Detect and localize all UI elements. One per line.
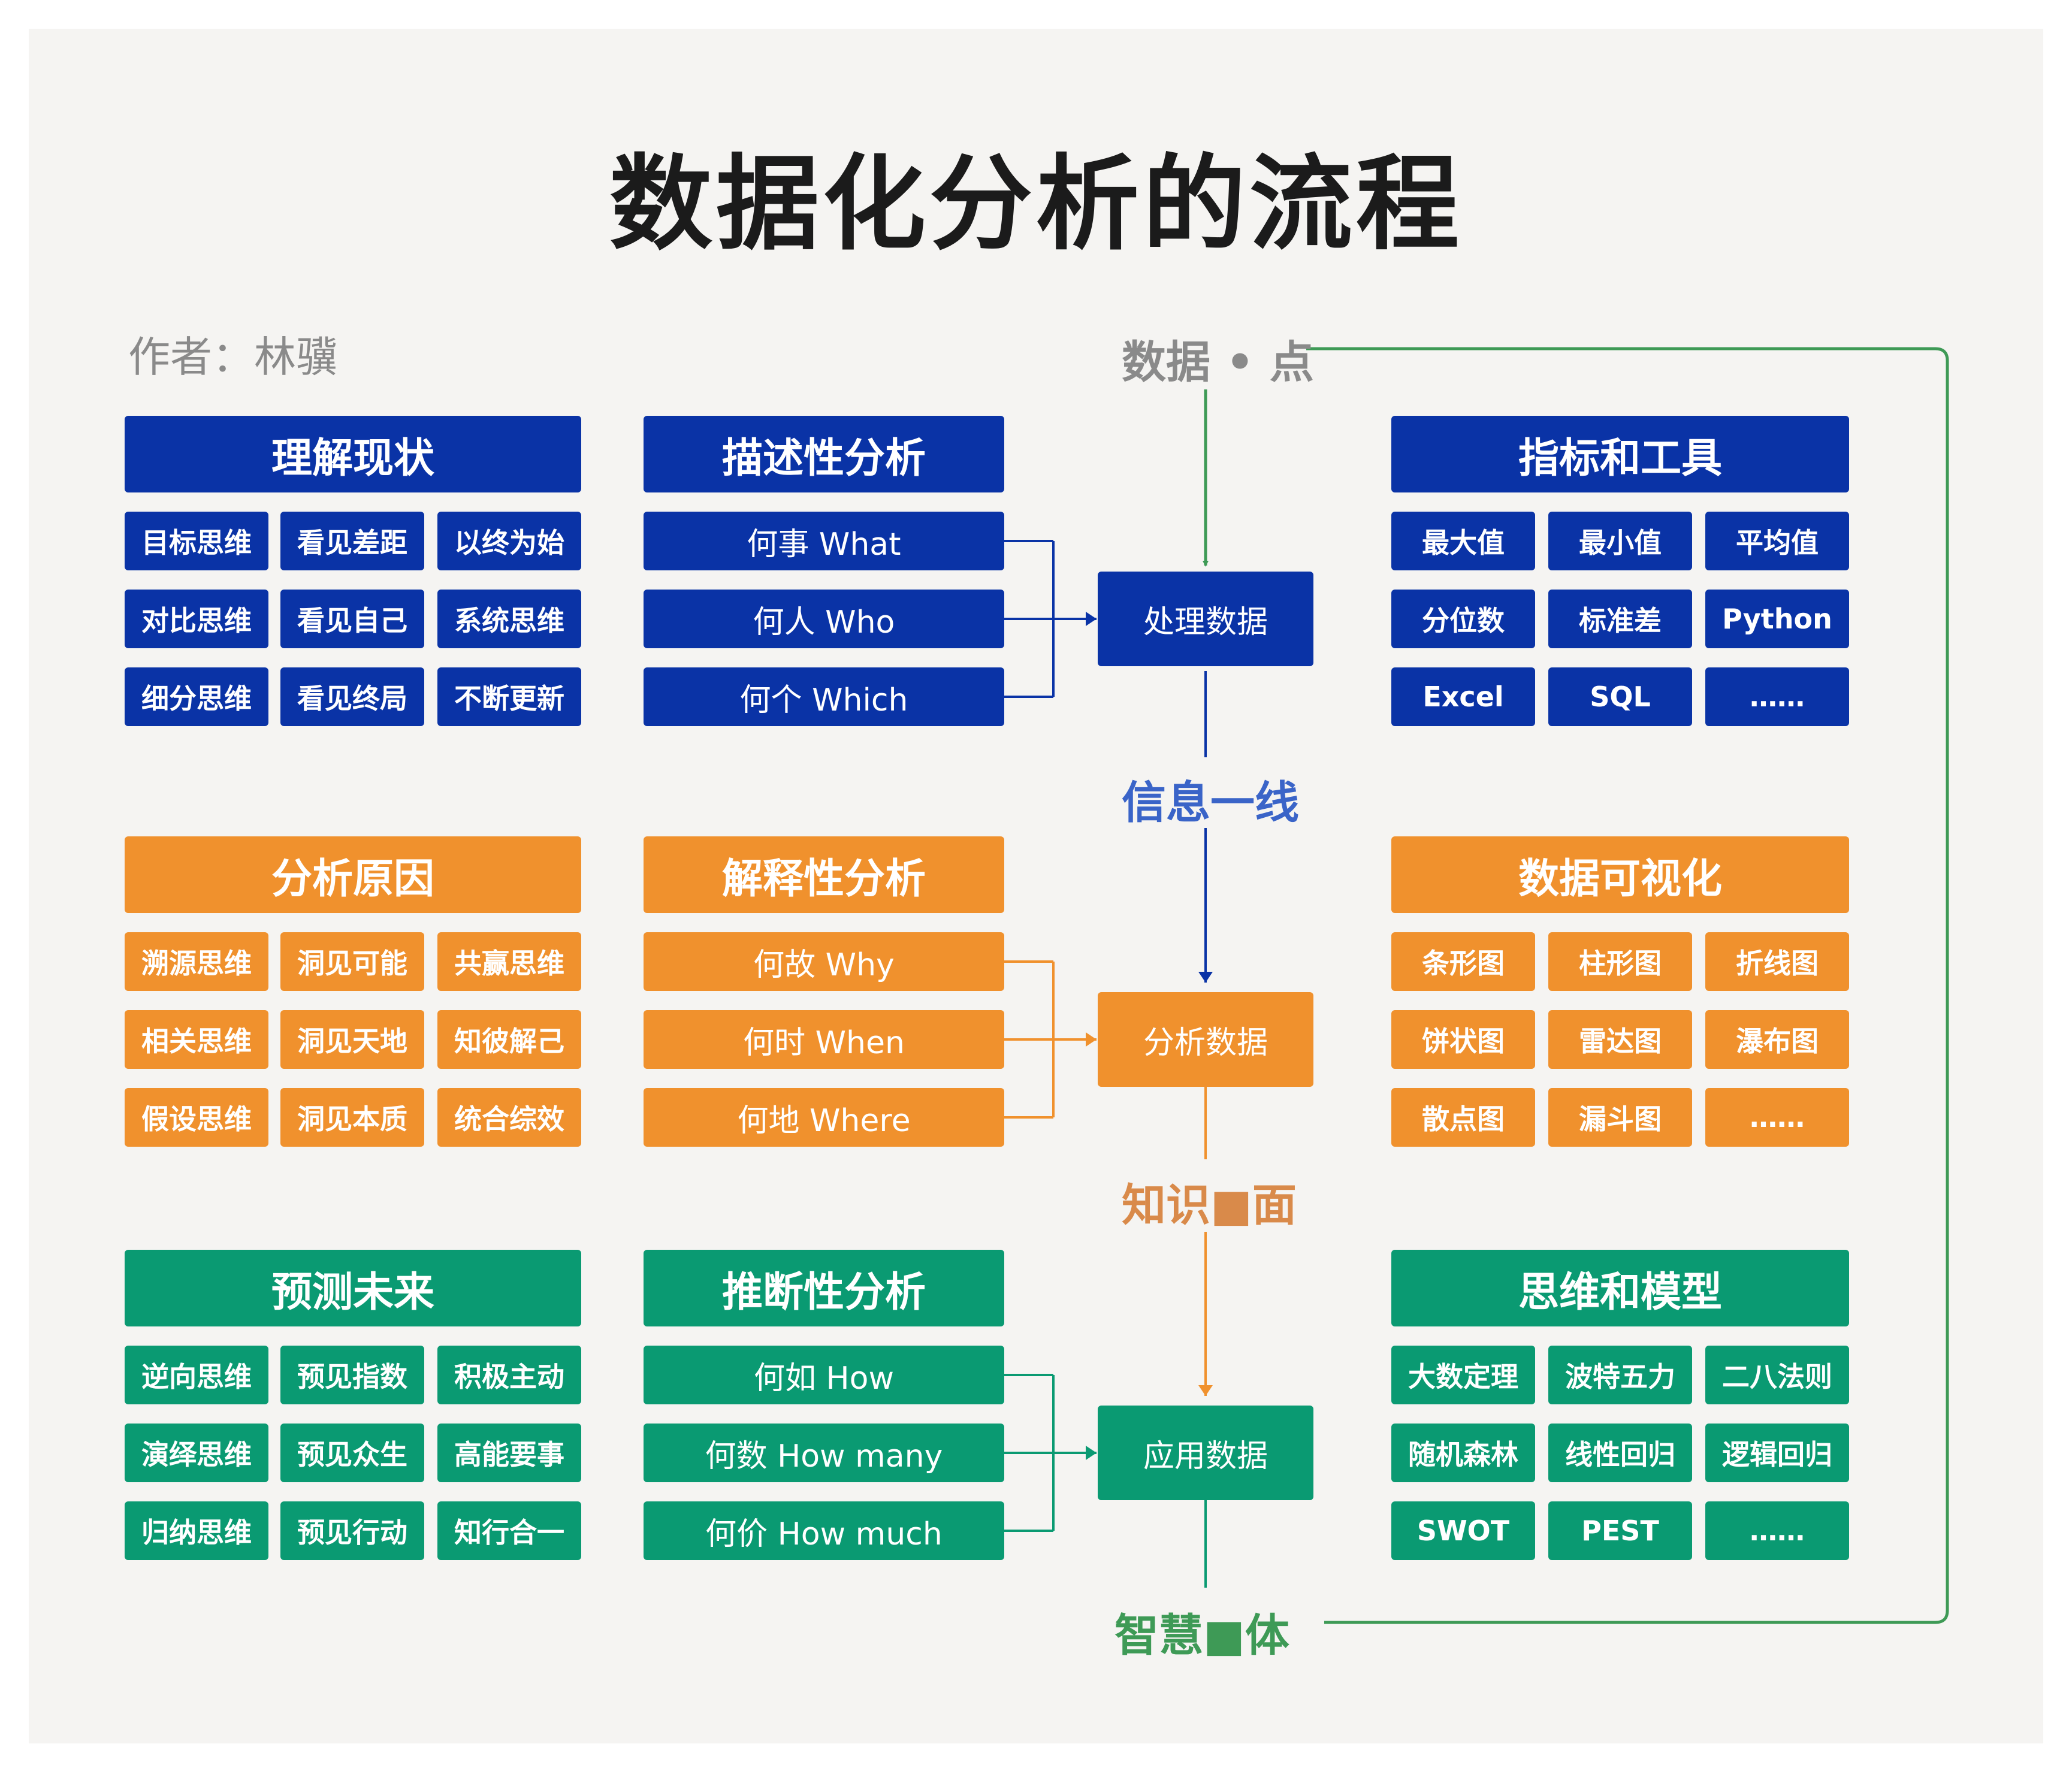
right-item: 最小值: [1548, 512, 1692, 570]
process-box: 处理数据: [1098, 572, 1313, 666]
right-item: 饼状图: [1391, 1010, 1535, 1069]
left-item: 洞见本质: [280, 1088, 424, 1147]
left-item: 高能要事: [437, 1424, 581, 1482]
right-item: 随机森林: [1391, 1424, 1535, 1482]
left-item: 预见行动: [280, 1501, 424, 1560]
bracket-arrow-arrowhead: [1086, 612, 1097, 626]
process-box: 应用数据: [1098, 1406, 1313, 1500]
left-item: 溯源思维: [125, 932, 268, 991]
question-box: 何数 How many: [644, 1424, 1004, 1482]
right-item: PEST: [1548, 1501, 1692, 1560]
level-body-label: 智慧■体: [1114, 1610, 1289, 1661]
left-item: 看见自己: [280, 590, 424, 648]
left-item: 知彼解己: [437, 1010, 581, 1069]
right-item: 折线图: [1705, 932, 1849, 991]
left-item: 统合综效: [437, 1088, 581, 1147]
right-item: 波特五力: [1548, 1346, 1692, 1404]
right-item: 散点图: [1391, 1088, 1535, 1147]
question-box: 何事 What: [644, 512, 1004, 570]
left-item: 逆向思维: [125, 1346, 268, 1404]
right-item: 二八法则: [1705, 1346, 1849, 1404]
right-item: SWOT: [1391, 1501, 1535, 1560]
right-header: 指标和工具: [1391, 416, 1849, 492]
question-box: 何人 Who: [644, 590, 1004, 648]
left-item: 洞见可能: [280, 932, 424, 991]
right-item: 柱形图: [1548, 932, 1692, 991]
left-item: 系统思维: [437, 590, 581, 648]
right-item: 瀑布图: [1705, 1010, 1849, 1069]
right-item: Excel: [1391, 667, 1535, 726]
left-item: 目标思维: [125, 512, 268, 570]
right-header: 思维和模型: [1391, 1250, 1849, 1326]
left-item: 共赢思维: [437, 932, 581, 991]
question-box: 何价 How much: [644, 1501, 1004, 1560]
middle-header: 推断性分析: [644, 1250, 1004, 1326]
left-item: 以终为始: [437, 512, 581, 570]
left-item: 细分思维: [125, 667, 268, 726]
right-header: 数据可视化: [1391, 836, 1849, 913]
right-item: ……: [1705, 1501, 1849, 1560]
left-item: 预见众生: [280, 1424, 424, 1482]
process-box: 分析数据: [1098, 992, 1313, 1087]
right-item: ……: [1705, 1088, 1849, 1147]
bracket-arrow-arrowhead: [1086, 1032, 1097, 1047]
question-box: 何个 Which: [644, 667, 1004, 726]
left-header: 理解现状: [125, 416, 581, 492]
left-item: 相关思维: [125, 1010, 268, 1069]
right-item: 平均值: [1705, 512, 1849, 570]
left-item: 看见差距: [280, 512, 424, 570]
question-box: 何如 How: [644, 1346, 1004, 1404]
question-box: 何地 Where: [644, 1088, 1004, 1147]
line-to-analyze-arrow-arrowhead: [1198, 972, 1213, 983]
middle-header: 描述性分析: [644, 416, 1004, 492]
right-item: 大数定理: [1391, 1346, 1535, 1404]
right-item: 逻辑回归: [1705, 1424, 1849, 1482]
right-item: SQL: [1548, 667, 1692, 726]
question-box: 何故 Why: [644, 932, 1004, 991]
level-line-label: 信息一线: [1122, 777, 1299, 829]
left-item: 归纳思维: [125, 1501, 268, 1560]
left-item: 看见终局: [280, 667, 424, 726]
right-item: 最大值: [1391, 512, 1535, 570]
page-title: 数据化分析的流程: [609, 144, 1463, 264]
left-header: 分析原因: [125, 836, 581, 913]
left-item: 不断更新: [437, 667, 581, 726]
right-item: 分位数: [1391, 590, 1535, 648]
author-label: 作者：林骥: [128, 333, 338, 382]
left-item: 对比思维: [125, 590, 268, 648]
left-item: 洞见天地: [280, 1010, 424, 1069]
bracket-arrow-arrowhead: [1086, 1446, 1097, 1460]
right-item: 线性回归: [1548, 1424, 1692, 1482]
left-header: 预测未来: [125, 1250, 581, 1326]
surface-to-apply-arrow-arrowhead: [1198, 1385, 1213, 1396]
right-item: 漏斗图: [1548, 1088, 1692, 1147]
middle-header: 解释性分析: [644, 836, 1004, 913]
feedback-loop-line: [1306, 347, 1949, 1624]
left-item: 假设思维: [125, 1088, 268, 1147]
left-item: 知行合一: [437, 1501, 581, 1560]
level-point-label: 数据 • 点: [1122, 337, 1314, 388]
left-item: 演绎思维: [125, 1424, 268, 1482]
right-item: 雷达图: [1548, 1010, 1692, 1069]
level-surface-label: 知识■面: [1122, 1180, 1297, 1231]
left-item: 预见指数: [280, 1346, 424, 1404]
right-item: ……: [1705, 667, 1849, 726]
right-item: 条形图: [1391, 932, 1535, 991]
right-item: 标准差: [1548, 590, 1692, 648]
left-item: 积极主动: [437, 1346, 581, 1404]
right-item: Python: [1705, 590, 1849, 648]
question-box: 何时 When: [644, 1010, 1004, 1069]
